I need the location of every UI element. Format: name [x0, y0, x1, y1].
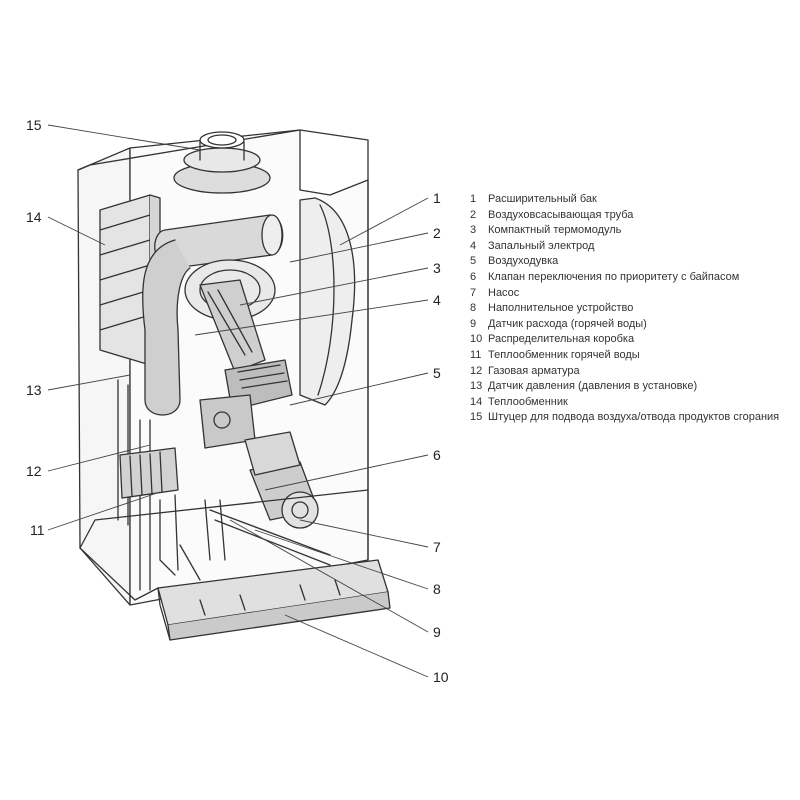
leader-line-7 — [299, 519, 429, 548]
callout-4: 4 — [433, 292, 441, 308]
flue-ring-mid — [183, 147, 261, 173]
legend-item-text: Датчик давления (давления в установке) — [488, 380, 698, 393]
callout-12: 12 — [26, 463, 42, 479]
flue-pipe-inner — [207, 134, 237, 146]
leader-line-5 — [289, 372, 429, 406]
plate-heat-exchanger — [119, 447, 179, 499]
legend-item-number: 11 — [470, 348, 482, 361]
legend-item: 12 Газовая арматура — [470, 364, 790, 380]
legend-item-number: 5 — [470, 255, 477, 268]
legend-item: 13 Датчик давления (давления в установке) — [470, 379, 790, 395]
callout-1: 1 — [433, 190, 441, 206]
legend-item: 1 Расширительный бак — [470, 192, 790, 208]
legend-item-text: Наполнительное устройство — [488, 302, 634, 315]
legend-item: 10 Распределительная коробка — [470, 332, 790, 348]
legend-item-number: 9 — [470, 317, 477, 330]
legend-item-text: Насос — [488, 286, 520, 299]
legend-item-text: Компактный термомодуль — [488, 224, 622, 237]
legend-item: 2 Воздуховсасывающая труба — [470, 208, 790, 224]
boiler-illustration — [77, 129, 391, 641]
bottom-pipes — [179, 509, 331, 581]
pipework-center — [159, 494, 226, 576]
callout-14: 14 — [26, 209, 42, 225]
legend-item-text: Газовая арматура — [488, 364, 580, 377]
legend-item-text: Расширительный бак — [488, 193, 597, 205]
parts-legend: 1 Расширительный бак 2 Воздуховсасывающая т… — [470, 192, 790, 426]
leader-line-15 — [47, 124, 201, 151]
legend-item-text: Воздуховсасывающая труба — [488, 208, 634, 221]
legend-item-text: Распределительная коробка — [488, 333, 635, 346]
leader-line-1 — [339, 197, 429, 246]
legend-item-number: 2 — [470, 208, 477, 221]
air-intake-elbow — [141, 239, 191, 416]
callout-11: 11 — [30, 522, 45, 538]
legend-item: 4 Запальный электрод — [470, 239, 790, 255]
legend-item-number: 1 — [470, 193, 477, 205]
legend-item-number: 15 — [470, 411, 483, 424]
callout-3: 3 — [433, 260, 441, 276]
heat-exchanger-block — [99, 194, 151, 366]
legend-item-text: Теплообменник — [488, 395, 568, 408]
legend-item: 6 Клапан переключения по приоритету с бай… — [470, 270, 790, 286]
legend-item: 5 Воздуходувка — [470, 254, 790, 270]
legend-item-number: 10 — [470, 333, 483, 346]
callout-15: 15 — [26, 117, 42, 133]
callout-6: 6 — [433, 447, 441, 463]
legend-item-text: Клапан переключения по приоритету с байп… — [488, 270, 740, 283]
bottom-frame — [79, 489, 369, 601]
legend-item-number: 13 — [470, 380, 483, 393]
callout-10: 10 — [433, 669, 449, 685]
leader-line-14 — [47, 216, 106, 246]
legend-item: 15 Штуцер для подвода воздуха/отвода прод… — [470, 410, 790, 426]
leader-line-6 — [264, 454, 429, 491]
flue-pipe — [199, 141, 245, 161]
callout-numbers: 1 2 3 4 5 6 7 8 9 10 11 12 13 14 15 — [26, 117, 449, 685]
legend-item-text: Датчик расхода (горячей воды) — [488, 317, 647, 330]
legend-item-text: Штуцер для подвода воздуха/отвода продук… — [488, 411, 780, 424]
callout-13: 13 — [26, 382, 42, 398]
callout-7: 7 — [433, 539, 441, 555]
legend-item-text: Воздуходувка — [488, 255, 559, 268]
leader-line-3 — [239, 267, 429, 306]
leader-line-8 — [254, 529, 429, 590]
legend-item-number: 7 — [470, 286, 477, 299]
legend-item-text: Запальный электрод — [488, 239, 595, 252]
leader-line-9 — [229, 519, 429, 633]
diverter-valve — [244, 431, 301, 476]
legend-item: 11 Теплообменник горячей воды — [470, 348, 790, 364]
callout-5: 5 — [433, 365, 441, 381]
flue-pipe-top — [199, 131, 245, 149]
legend-item: 7 Насос — [470, 286, 790, 302]
leader-line-10 — [284, 614, 429, 678]
legend-item-number: 3 — [470, 224, 477, 237]
expansion-vessel — [299, 197, 356, 406]
callout-2: 2 — [433, 225, 441, 241]
leader-lines — [47, 124, 429, 678]
thermo-module — [199, 279, 266, 373]
legend-item-number: 12 — [470, 364, 483, 377]
callout-9: 9 — [433, 624, 441, 640]
legend-item: 14 Теплообменник — [470, 395, 790, 411]
legend-item: 3 Компактный термомодуль — [470, 223, 790, 239]
legend-item-number: 4 — [470, 239, 477, 252]
leader-line-4 — [194, 299, 429, 336]
legend-item-number: 8 — [470, 302, 477, 315]
casing-right-panel — [299, 129, 369, 561]
leader-line-11 — [47, 491, 161, 531]
legend-item: 9 Датчик расхода (горячей воды) — [470, 317, 790, 333]
legend-item-number: 14 — [470, 395, 483, 408]
legend-item-number: 6 — [470, 270, 477, 283]
legend-item-text: Теплообменник горячей воды — [488, 348, 640, 361]
leader-line-2 — [289, 232, 429, 263]
leader-line-13 — [47, 374, 131, 391]
legend-item: 8 Наполнительное устройство — [470, 301, 790, 317]
callout-8: 8 — [433, 581, 441, 597]
leader-line-12 — [47, 444, 151, 472]
